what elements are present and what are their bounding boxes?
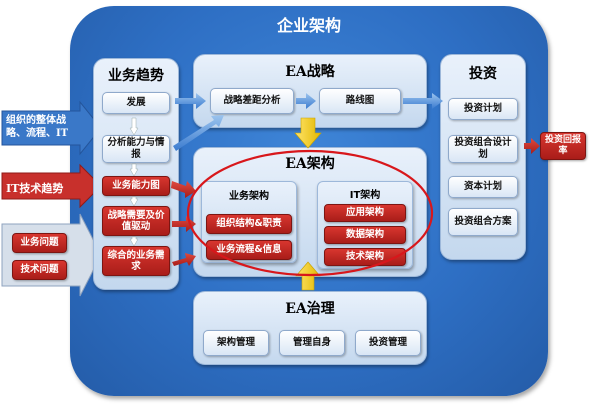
- investment-title: 投资: [469, 66, 497, 82]
- investment-plan: 投资计划: [448, 98, 518, 120]
- arrow-roadmap-to-investment: [403, 93, 443, 109]
- technical-issue-box: 技术问题: [12, 260, 67, 280]
- investment-management: 投资管理: [355, 330, 421, 356]
- application-architecture: 应用架构: [324, 204, 406, 222]
- diagram-title: 企业架构: [276, 16, 341, 35]
- roadmap: 路线图: [319, 88, 401, 114]
- ea-governance-title: EA治理: [285, 301, 335, 317]
- it-trend-arrow-shape: [1, 163, 102, 209]
- trend-integrated-requirements: 综合的业务需求: [102, 246, 170, 276]
- org-strategy-label: 组织的整体战略、流程、IT: [6, 115, 69, 139]
- ea-architecture-title: EA架构: [285, 156, 335, 172]
- arrow-up-4: [129, 236, 139, 247]
- data-architecture: 数据架构: [324, 226, 406, 244]
- business-trends-title: 业务趋势: [108, 68, 164, 84]
- arrow-gap-to-roadmap: [296, 93, 316, 109]
- yellow-arrow-strategy-to-arch: [294, 117, 322, 149]
- trend-development: 发展: [102, 92, 170, 114]
- capital-plan: 资本计划: [448, 176, 518, 198]
- business-architecture-title: 业务架构: [229, 191, 269, 202]
- arrow-analysis-to-strategy: [173, 115, 224, 151]
- org-structure-responsibility: 组织结构&职责: [206, 214, 292, 234]
- arrow-capability-to-arch: [171, 181, 196, 198]
- arrow-strategy-to-arch: [172, 216, 196, 232]
- business-issue-box: 业务问题: [12, 233, 67, 253]
- org-strategy-arrow-shape: [1, 100, 102, 156]
- architecture-highlight-ellipse: [186, 149, 434, 277]
- trend-business-capability-map: 业务能力图: [102, 176, 170, 196]
- trend-analysis-intelligence: 分析能力与情报: [102, 135, 170, 163]
- portfolio-plan: 投资组合方案: [448, 208, 518, 236]
- it-architecture-title: IT架构: [349, 190, 381, 201]
- arrow-requirements-to-arch: [172, 253, 196, 266]
- roi-box: 投资回报率: [540, 132, 586, 160]
- trend-strategy-value-drivers: 战略需要及价值驱动: [102, 206, 170, 236]
- it-trend-label: IT技术趋势: [6, 182, 64, 195]
- self-management: 管理自身: [279, 330, 345, 356]
- business-process-information: 业务流程&信息: [206, 240, 292, 260]
- arrow-trends-to-gap: [175, 93, 206, 109]
- ea-strategy-title: EA战略: [285, 64, 335, 80]
- arrow-up-3: [129, 196, 139, 207]
- arrow-investment-to-roi: [524, 138, 540, 154]
- arrow-up-2: [129, 163, 139, 177]
- arrow-up-1: [129, 117, 139, 136]
- architecture-management: 架构管理: [203, 330, 269, 356]
- portfolio-design-plan: 投资组合设计划: [448, 135, 518, 163]
- strategy-gap-analysis: 战略差距分析: [210, 88, 294, 114]
